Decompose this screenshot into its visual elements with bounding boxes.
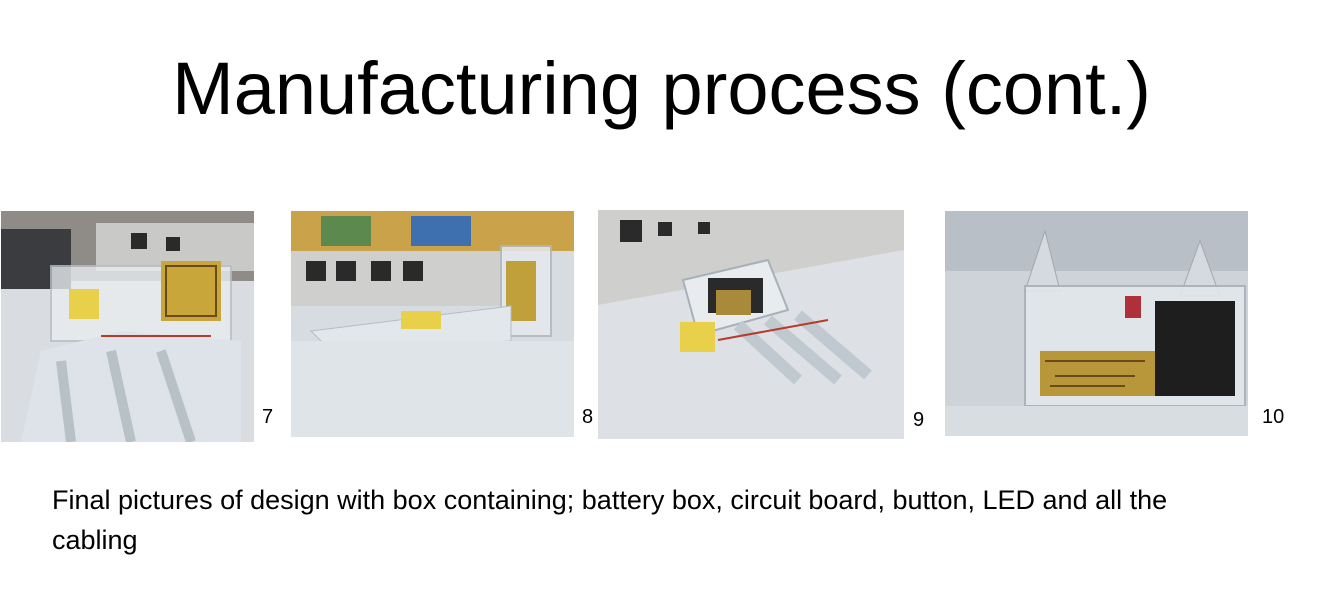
photo-number-8: 8	[582, 406, 594, 428]
photo-9	[598, 210, 904, 439]
photo-number-7: 7	[262, 406, 274, 428]
page-title: Manufacturing process (cont.)	[172, 47, 1151, 130]
photo-7	[1, 211, 254, 442]
photo-number-9: 9	[913, 409, 925, 431]
caption: Final pictures of design with box contai…	[52, 485, 1168, 555]
photo-10	[945, 211, 1248, 436]
photo-number-10: 10	[1262, 406, 1285, 428]
photo-8	[291, 211, 574, 437]
